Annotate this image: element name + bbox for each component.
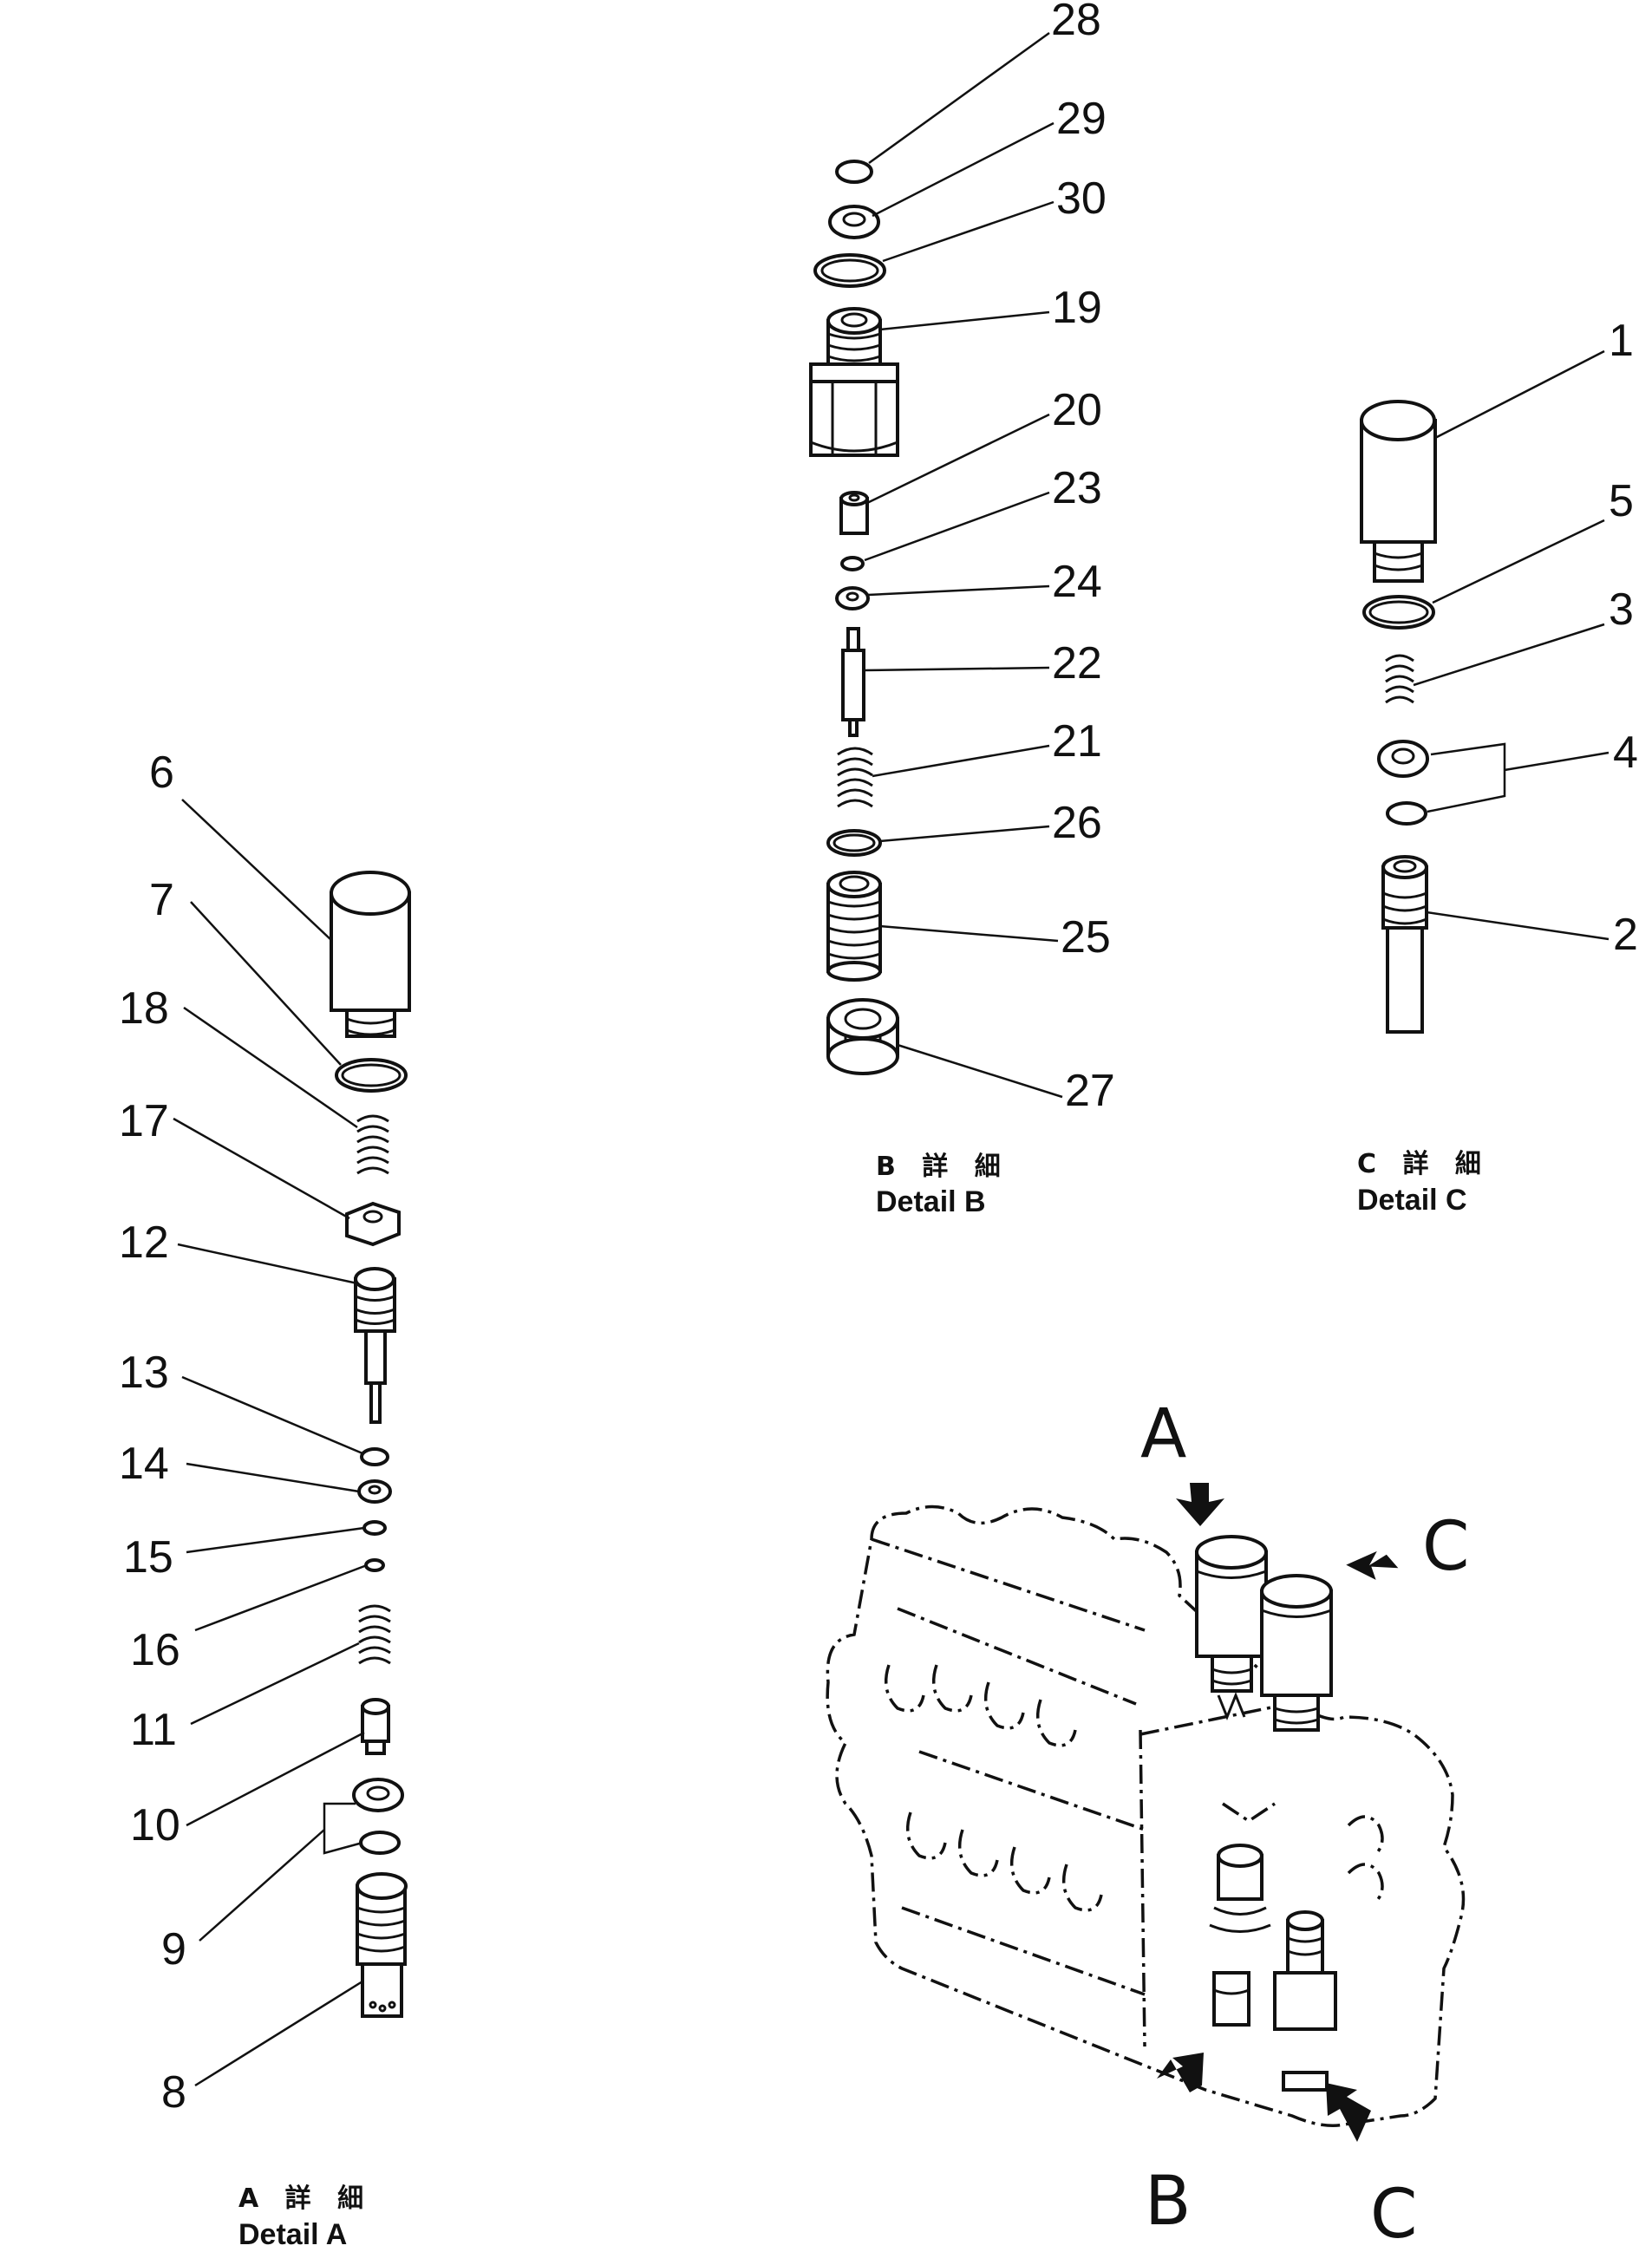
part-17-washer (345, 1201, 401, 1247)
label-11: 11 (130, 1705, 177, 1755)
part-27-nut (826, 998, 899, 1075)
part-4-oring (1386, 801, 1427, 826)
assembly-valve-a (1195, 1535, 1268, 1721)
part-15-ring (362, 1520, 387, 1536)
label-15: 15 (123, 1532, 173, 1583)
label-1: 1 (1609, 316, 1634, 366)
arrow-a-icon (1176, 1483, 1224, 1526)
label-13: 13 (119, 1348, 169, 1398)
detail-b-caption-en: Detail B (876, 1185, 986, 1218)
label-9: 9 (161, 1924, 186, 1975)
label-2: 2 (1613, 910, 1638, 960)
label-10: 10 (130, 1800, 180, 1851)
detail-a-group: 6 7 18 17 12 13 14 15 16 11 10 9 8 A 詳 細… (119, 747, 411, 2251)
label-29: 29 (1056, 94, 1107, 144)
label-6: 6 (149, 747, 174, 798)
label-18: 18 (119, 983, 169, 1034)
part-24-washer (835, 586, 870, 610)
label-21: 21 (1052, 716, 1102, 767)
part-29-washer (828, 205, 880, 239)
label-12: 12 (119, 1217, 169, 1268)
label-20: 20 (1052, 385, 1102, 435)
part-9-washer (352, 1778, 404, 1812)
assembly-fitting-center (1209, 1844, 1271, 1933)
detail-a-caption-jp: A 詳 細 (238, 2183, 372, 2214)
label-5: 5 (1609, 476, 1634, 526)
detail-c-caption-en: Detail C (1357, 1184, 1467, 1217)
part-12-poppet (354, 1267, 396, 1424)
part-4-washer (1377, 740, 1429, 778)
valve-assembly: A C B C (826, 1395, 1469, 2252)
label-7: 7 (149, 875, 174, 925)
label-26: 26 (1052, 798, 1102, 848)
label-4: 4 (1613, 728, 1638, 778)
part-19-plug (809, 307, 899, 457)
part-13-ring (360, 1447, 389, 1466)
part-20-cap (839, 491, 869, 535)
label-16: 16 (130, 1625, 180, 1675)
part-21-spring (837, 747, 873, 808)
part-6-plug (330, 871, 411, 1038)
part-2-sleeve (1381, 855, 1428, 1034)
detail-c-group: 1 5 3 4 2 C 詳 細 Detail C (1357, 316, 1638, 1217)
label-3: 3 (1609, 584, 1634, 635)
assembly-fitting-lower-c (1273, 1910, 1337, 2092)
label-14: 14 (119, 1439, 169, 1489)
part-11-spring (358, 1604, 391, 1665)
label-8: 8 (161, 2067, 186, 2118)
label-23: 23 (1052, 463, 1102, 513)
part-22-pin (841, 627, 865, 737)
arrow-b-icon (1157, 2053, 1204, 2092)
detail-b-caption-jp: B 詳 細 (876, 1152, 1009, 1182)
label-19: 19 (1052, 283, 1102, 333)
part-9-oring (359, 1831, 401, 1855)
part-14-washer (357, 1479, 392, 1504)
arrow-label-a: A (1140, 1395, 1186, 1473)
label-27: 27 (1065, 1066, 1115, 1116)
label-22: 22 (1052, 638, 1102, 689)
part-28-oring (835, 160, 873, 184)
detail-c-caption-jp: C 詳 細 (1357, 1149, 1490, 1179)
label-25: 25 (1061, 912, 1111, 963)
label-24: 24 (1052, 557, 1102, 607)
arrow-c-bottom-icon (1326, 2083, 1371, 2142)
assembly-valve-c (1260, 1574, 1333, 1732)
label-17: 17 (119, 1096, 169, 1146)
label-28: 28 (1051, 0, 1101, 45)
arrow-label-b: B (1145, 2163, 1192, 2241)
part-25-seat (826, 871, 882, 982)
arrow-label-c-bottom: C (1370, 2176, 1417, 2252)
arrow-label-c-top: C (1422, 1508, 1469, 1586)
arrow-c-top-icon (1346, 1550, 1399, 1580)
part-10-cap (361, 1698, 390, 1755)
part-1-plug (1360, 400, 1437, 583)
label-30: 30 (1056, 173, 1107, 224)
part-3-spring (1385, 654, 1414, 704)
assembly-fitting-lower-b (1212, 1971, 1250, 2027)
part-16-ring (364, 1558, 385, 1572)
part-18-spring (356, 1114, 389, 1175)
part-23-oring (840, 556, 865, 571)
detail-b-group: 28 29 30 19 20 23 24 22 21 26 25 27 B 詳 … (809, 0, 1115, 1218)
part-8-sleeve (356, 1872, 408, 2018)
detail-a-caption-en: Detail A (238, 2218, 347, 2251)
